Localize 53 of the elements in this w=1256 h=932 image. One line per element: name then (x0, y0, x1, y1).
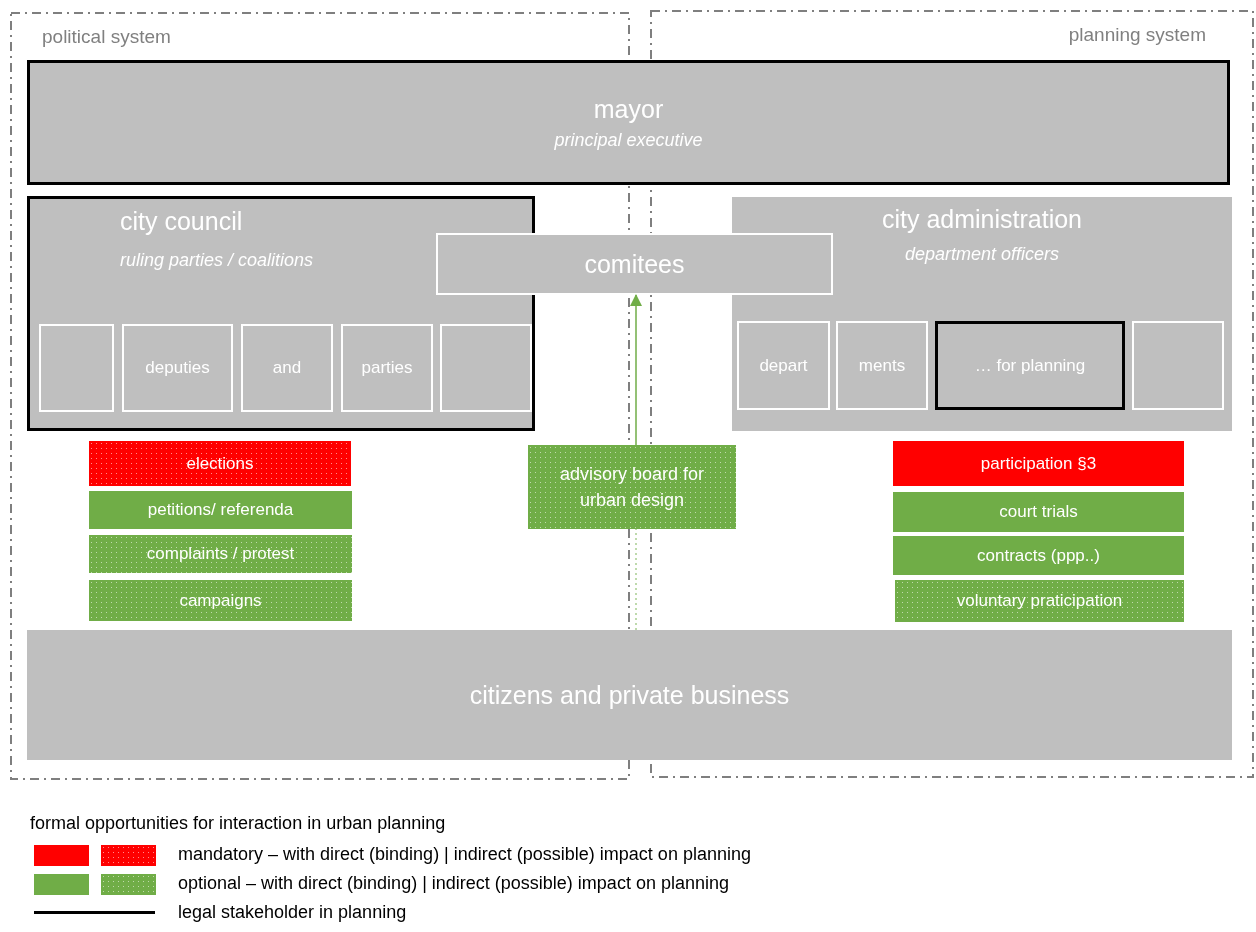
interaction-box (893, 536, 1184, 575)
region-label: planning system (1068, 24, 1206, 46)
legend-label: legal stakeholder in planning (178, 902, 407, 923)
organization-box (27, 196, 535, 431)
box-subtitle: department officers (903, 244, 1061, 265)
box-label: advisory board for urban design (558, 462, 706, 512)
box-label: voluntary praticipation (956, 591, 1123, 611)
box-label: complaints / protest (146, 544, 295, 564)
box-title: city administration (880, 205, 1084, 234)
box-label: petitions/ referenda (147, 500, 294, 520)
box-label: campaigns (179, 590, 262, 611)
interaction-box (89, 441, 351, 486)
box-title: citizens and private business (469, 680, 790, 710)
box-label: court trials (999, 502, 1078, 522)
interaction-box (528, 445, 736, 529)
department-box (737, 321, 830, 410)
box-label: contracts (ppp..) (977, 545, 1100, 566)
department-box (1132, 321, 1224, 410)
box-label: participation §3 (980, 453, 1097, 474)
box-label: parties (361, 358, 413, 378)
box-label: ments (858, 355, 906, 376)
box-label: deputies (145, 358, 210, 378)
interaction-box (89, 580, 352, 621)
box-title: comitees (584, 249, 685, 279)
box-subtitle: ruling parties / coalitions (120, 250, 314, 271)
box-label: … for planning (974, 355, 1086, 376)
organization-box (732, 197, 1232, 431)
box-title: city council (120, 207, 244, 236)
department-box (341, 324, 433, 412)
legend-label: optional – with direct (binding) | indirect (possible) impact on planning (178, 873, 729, 894)
stakeholder-box (27, 630, 1232, 760)
interaction-box (895, 580, 1184, 622)
legend-label: mandatory – with direct (binding) | indirect (possible) impact on planning (178, 844, 751, 865)
box-label: and (272, 358, 302, 378)
interaction-box (89, 535, 352, 573)
organization-box (27, 60, 1230, 185)
interaction-box (89, 491, 352, 529)
department-box (836, 321, 928, 410)
department-box (935, 321, 1125, 410)
box-subtitle: principal executive (554, 129, 703, 151)
box-label: elections (186, 453, 254, 474)
interaction-box (893, 492, 1184, 532)
department-box (39, 324, 114, 412)
department-box (440, 324, 532, 412)
interaction-box (893, 441, 1184, 486)
department-box (122, 324, 233, 412)
department-box (241, 324, 333, 412)
box-title: mayor (593, 94, 664, 124)
box-label: depart (759, 355, 808, 376)
legend-title: formal opportunities for interaction in urban planning (30, 813, 446, 834)
organization-box (436, 233, 833, 295)
region-label: political system (42, 26, 171, 48)
arrow (630, 294, 642, 446)
